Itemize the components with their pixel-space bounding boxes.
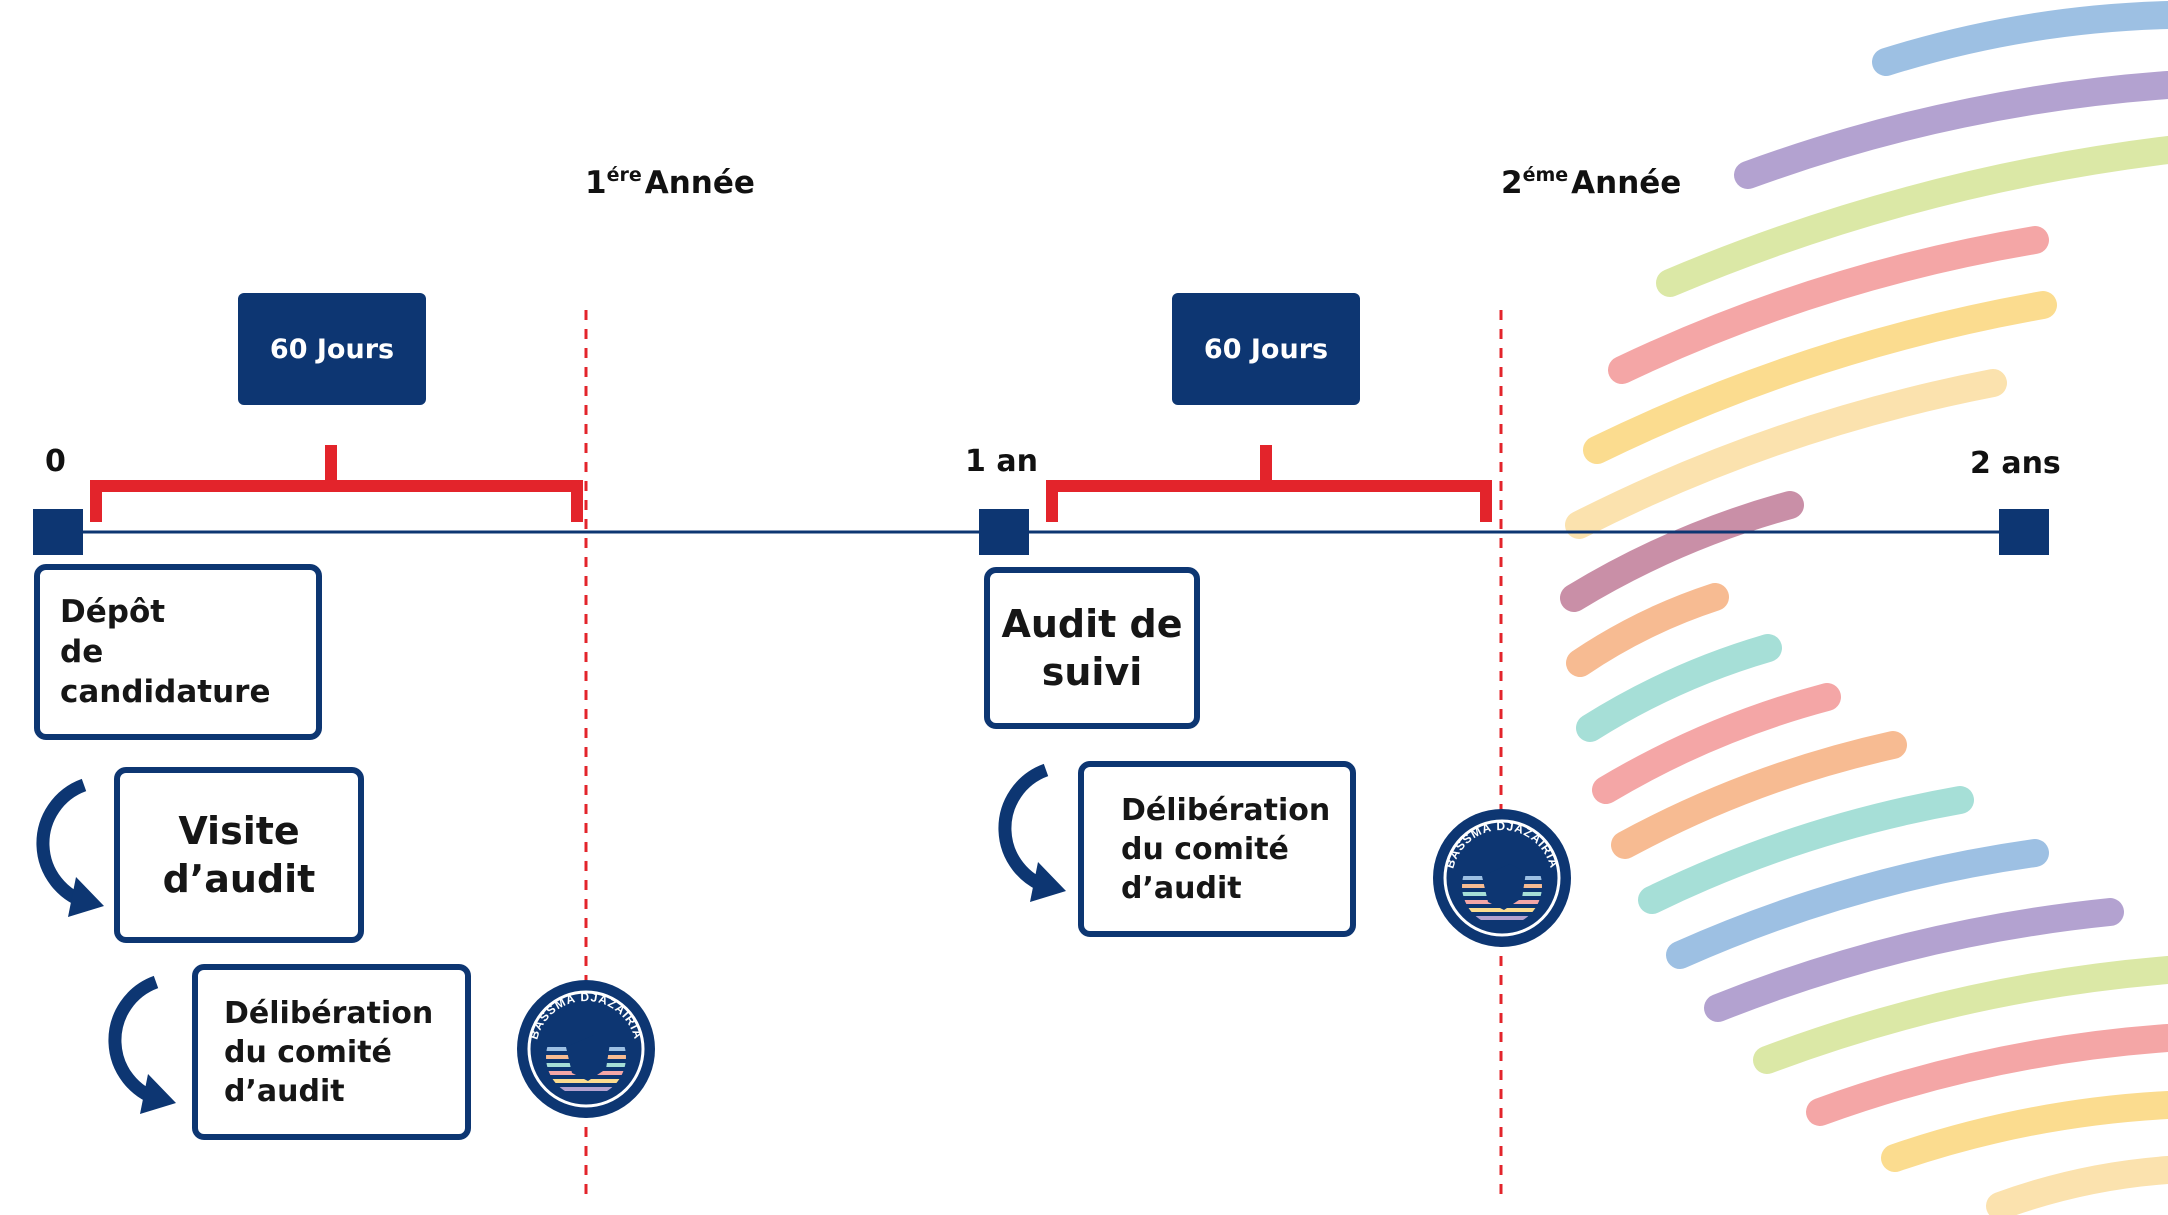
curved-arrow-icon bbox=[108, 975, 176, 1114]
step-audit-de-suivi: Audit de suivi bbox=[984, 567, 1200, 729]
year-1-number: 1 bbox=[585, 165, 607, 201]
decorative-arc bbox=[1592, 683, 1841, 804]
decorative-arc bbox=[1608, 226, 2049, 384]
year-2-suffix: éme bbox=[1522, 164, 1569, 186]
decorative-arc bbox=[1753, 956, 2168, 1074]
step-depot-line-2: de candidature bbox=[60, 634, 271, 710]
decorative-arc bbox=[1666, 839, 2049, 969]
tick-label-1-an: 1 an bbox=[965, 444, 1038, 479]
step-visite-line-2: d’audit bbox=[162, 857, 316, 901]
tick-label-2-ans: 2 ans bbox=[1970, 446, 2061, 481]
step-deliberation-1: Délibération du comité d’audit bbox=[192, 964, 471, 1140]
curved-arrow-icon bbox=[36, 778, 104, 917]
step-deliberation-2-line-3: d’audit bbox=[1121, 870, 1242, 906]
year-1-word: Année bbox=[644, 165, 755, 201]
decorative-arc bbox=[1806, 1024, 2168, 1126]
decorative-arc bbox=[1560, 491, 1804, 612]
step-audit-suivi-line-2: suivi bbox=[1041, 650, 1143, 694]
decorative-arc bbox=[1576, 634, 1782, 742]
step-deliberation-2-line-2: du comité bbox=[1121, 831, 1289, 867]
step-deliberation-1-line-3: d’audit bbox=[224, 1073, 345, 1109]
year-1-label: 1éreAnnée bbox=[585, 164, 755, 201]
decorative-arc bbox=[1734, 71, 2168, 189]
step-visite-audit: Visite d’audit bbox=[114, 767, 364, 943]
decorative-arc bbox=[1986, 1156, 2168, 1215]
duration-bracket-1 bbox=[90, 445, 583, 522]
duration-bracket-2 bbox=[1046, 445, 1492, 522]
step-depot-candidature: Dépôt de candidature bbox=[34, 564, 322, 740]
decorative-arc bbox=[1881, 1091, 2168, 1172]
bassma-djazairia-logo: BASSMA DJAZAIRIA bbox=[1433, 809, 1571, 947]
duration-box-2: 60 Jours bbox=[1172, 293, 1360, 405]
step-deliberation-1-line-2: du comité bbox=[224, 1034, 392, 1070]
decorative-arc bbox=[1583, 291, 2057, 464]
decorative-arc bbox=[1872, 1, 2168, 76]
decorative-arc bbox=[1638, 786, 1974, 914]
decorative-arc bbox=[1566, 583, 1729, 677]
decorative-arc bbox=[1611, 731, 1907, 859]
year-1-suffix: ére bbox=[606, 164, 642, 186]
step-audit-suivi-line-1: Audit de bbox=[1001, 602, 1183, 646]
decorative-arc bbox=[1656, 136, 2168, 297]
bassma-djazairia-logo: BASSMA DJAZAIRIA bbox=[517, 980, 655, 1118]
year-2-word: Année bbox=[1571, 165, 1682, 201]
tick-marker-start bbox=[33, 509, 83, 555]
step-deliberation-2-line-1: Délibération bbox=[1121, 792, 1331, 828]
tick-marker-2-ans bbox=[1999, 509, 2049, 555]
tick-label-start: 0 bbox=[45, 444, 66, 479]
step-deliberation-1-line-1: Délibération bbox=[224, 995, 434, 1031]
decorative-arc bbox=[1565, 369, 2007, 539]
step-depot-line-1: Dépôt bbox=[60, 594, 166, 630]
duration-box-1: 60 Jours bbox=[238, 293, 426, 405]
year-2-label: 2émeAnnée bbox=[1501, 164, 1681, 201]
curved-arrow-icon bbox=[998, 763, 1066, 902]
year-2-number: 2 bbox=[1501, 165, 1523, 201]
step-visite-line-1: Visite bbox=[178, 809, 300, 853]
tick-marker-1-an bbox=[979, 509, 1029, 555]
step-deliberation-2: Délibération du comité d’audit bbox=[1078, 761, 1356, 937]
decorative-arc bbox=[1704, 898, 2124, 1022]
